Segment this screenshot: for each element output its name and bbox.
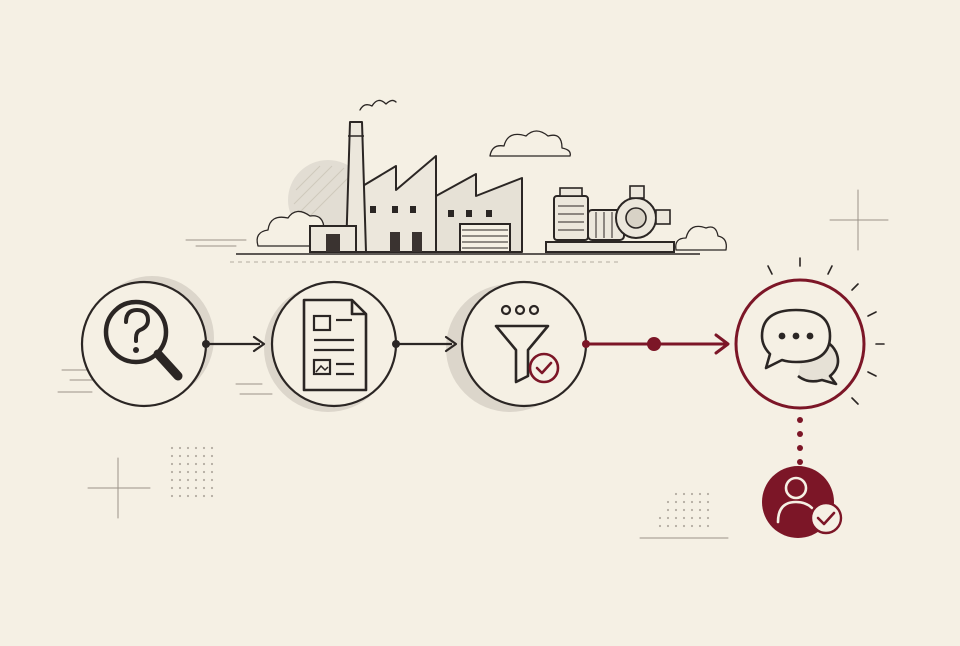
outcome-user-verified bbox=[762, 466, 843, 538]
step-filtering bbox=[460, 280, 588, 408]
dot-grid-right bbox=[658, 492, 710, 528]
connector-consultation-outcome bbox=[797, 417, 803, 465]
question-magnifier-icon bbox=[103, 299, 183, 381]
connectors bbox=[202, 333, 803, 465]
connector-documentation-filtering bbox=[392, 335, 458, 353]
factory-icon bbox=[230, 121, 700, 263]
step-documentation bbox=[270, 280, 398, 408]
funnel-check-icon bbox=[494, 304, 560, 384]
pump-icon bbox=[545, 185, 675, 253]
process-steps bbox=[80, 257, 885, 412]
chat-bubbles-icon bbox=[760, 308, 840, 386]
connector-filtering-consultation bbox=[582, 333, 730, 355]
user-check-icon bbox=[776, 476, 843, 535]
step-inquiry bbox=[80, 280, 208, 408]
highlight-rays bbox=[767, 257, 885, 405]
factory-scene bbox=[230, 99, 727, 263]
decorative-marks bbox=[57, 189, 889, 539]
connector-inquiry-documentation bbox=[202, 335, 266, 353]
dot-grid-left bbox=[170, 446, 214, 498]
step-consultation bbox=[734, 257, 885, 410]
document-icon bbox=[302, 298, 368, 392]
